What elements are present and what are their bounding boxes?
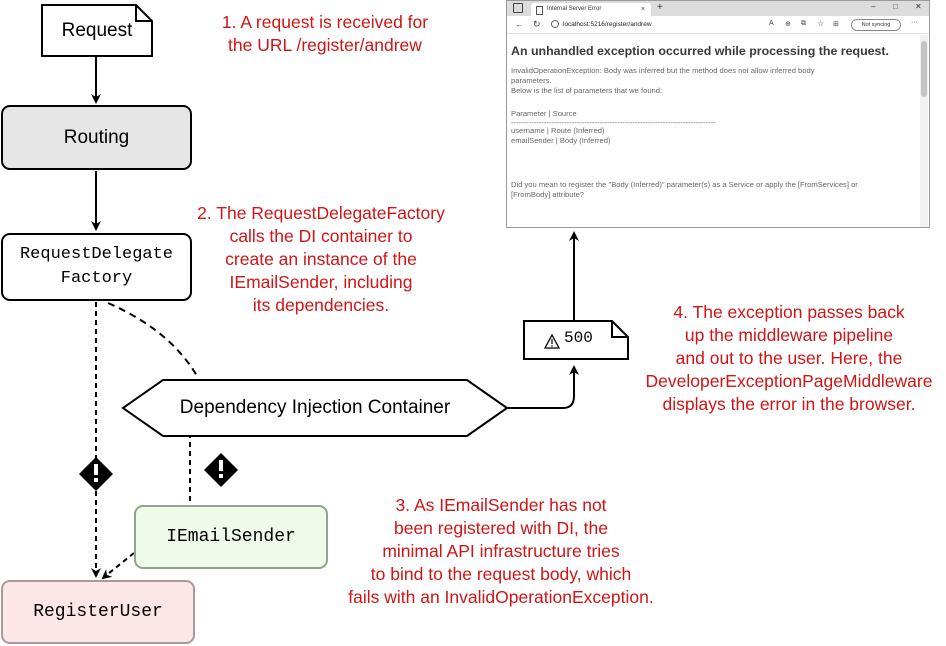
note-4-line: and out to the user. Here, the (675, 348, 903, 368)
dashed-emailsender-registeruser (101, 552, 135, 580)
refresh-icon[interactable]: ↻ (533, 19, 541, 29)
note-3-line: to bind to the request body, which (370, 564, 632, 584)
iemailsender-label: IEmailSender (166, 527, 296, 547)
note-4-line: DeveloperExceptionPageMiddleware (645, 371, 933, 391)
error-line (511, 96, 917, 106)
error-heading: An unhandled exception occurred while pr… (511, 44, 889, 58)
tab-close-icon[interactable]: × (640, 6, 645, 13)
di-container-label: Dependency Injection Container (179, 397, 451, 418)
url-field[interactable]: localhost:5216/register/andrew (563, 19, 813, 30)
url-text: localhost:5216/register/andrew (563, 21, 652, 28)
note-4-line: displays the error in the browser. (662, 394, 916, 414)
error-line: InvalidOperationException: Body was infe… (511, 66, 815, 75)
factory-label-line1: RequestDelegate (19, 245, 174, 264)
note-4-line: 4. The exception passes back (673, 302, 905, 322)
minimize-icon[interactable]: – (871, 2, 876, 11)
collections-icon[interactable]: ⊞ (833, 21, 839, 28)
note-2: 2. The RequestDelegateFactory calls the … (175, 202, 467, 317)
address-bar: ← ↻ localhost:5216/register/andrew A ⊕ ⧉… (507, 16, 929, 34)
warning-triangle-icon (543, 333, 561, 349)
note-1: 1. A request is received for the URL /re… (195, 11, 455, 57)
note-1-line: 1. A request is received for (221, 12, 429, 32)
browser-tab[interactable]: Internal Server Error × (531, 3, 651, 16)
error-line (511, 166, 917, 176)
note-2-line: its dependencies. (252, 295, 390, 315)
request-doc-shape (41, 4, 153, 57)
maximize-icon[interactable]: □ (893, 2, 898, 11)
request-label: Request (61, 19, 133, 41)
error-line: parameters. (511, 76, 552, 85)
error-line: ----------------------------------------… (511, 118, 716, 127)
note-2-line: IEmailSender, including (229, 272, 413, 292)
note-4-line: up the middleware pipeline (684, 325, 894, 345)
routing-node: Routing (1, 105, 192, 170)
note-3-line: fails with an InvalidOperationException. (348, 587, 654, 607)
read-aloud-icon[interactable]: A (769, 20, 774, 27)
error-line (511, 146, 917, 156)
status-code-label: 500 (564, 329, 593, 347)
error-line: username | Route (Inferred) (511, 126, 605, 135)
error-line: emailSender | Body (Inferred) (511, 136, 611, 145)
error-line: Parameter | Source (511, 109, 577, 118)
note-2-line: 2. The RequestDelegateFactory (197, 203, 445, 223)
diamond-warning-icon (204, 453, 238, 487)
new-tab-icon[interactable]: + (657, 2, 663, 13)
iemailsender-node: IEmailSender (134, 505, 328, 569)
page-scrollbar[interactable] (920, 35, 928, 227)
tab-actions-icon[interactable] (513, 3, 523, 13)
error-line (511, 156, 917, 166)
registeruser-label: RegisterUser (33, 602, 163, 622)
extensions-icon[interactable]: ⧉ (801, 20, 806, 27)
zoom-icon[interactable]: ⊕ (785, 21, 791, 28)
error-line: Below is the list of parameters that we … (511, 86, 663, 95)
dashed-factory-di (107, 302, 198, 377)
request-delegate-factory-node: RequestDelegate Factory (1, 233, 192, 301)
request-node: Request (42, 5, 152, 56)
browser-window: Internal Server Error × + – □ ✕ ← ↻ loca… (506, 0, 930, 228)
error-page: An unhandled exception occurred while pr… (507, 35, 917, 200)
routing-label: Routing (63, 126, 130, 148)
sync-profile-button[interactable]: Not syncing (851, 19, 901, 31)
note-2-line: create an instance of the (225, 249, 417, 269)
browser-tab-bar: Internal Server Error × + – □ ✕ (507, 1, 929, 16)
scrollbar-thumb[interactable] (921, 41, 927, 97)
di-container-node: Dependency Injection Container (123, 380, 507, 436)
note-3-line: minimal API infrastructure tries (382, 541, 620, 561)
more-icon[interactable]: ··· (911, 19, 918, 26)
arrow-di-500 (507, 365, 579, 409)
registeruser-node: RegisterUser (1, 580, 195, 644)
error-line: Did you mean to register the "Body (Infe… (511, 180, 858, 189)
note-1-line: the URL /register/andrew (228, 35, 422, 55)
note-3-line: been registered with DI, the (393, 518, 608, 538)
info-icon[interactable] (551, 20, 559, 28)
diamond-warning-icon (79, 457, 113, 491)
error-line: [FromBody] attribute? (511, 190, 585, 199)
factory-label-line2: Factory (60, 269, 133, 288)
status-doc-shape (523, 320, 629, 360)
sync-label: Not syncing (861, 22, 891, 28)
page-icon (536, 6, 543, 15)
note-2-line: calls the DI container to (229, 226, 413, 246)
back-icon[interactable]: ← (515, 19, 524, 29)
close-window-icon[interactable]: ✕ (915, 2, 922, 11)
tab-title: Internal Server Error (547, 6, 602, 12)
favorites-icon[interactable]: ☆ (817, 19, 825, 28)
note-3-line: 3. As IEmailSender has not (395, 495, 607, 515)
note-4: 4. The exception passes back up the midd… (634, 301, 944, 416)
note-3: 3. As IEmailSender has not been register… (328, 494, 674, 609)
